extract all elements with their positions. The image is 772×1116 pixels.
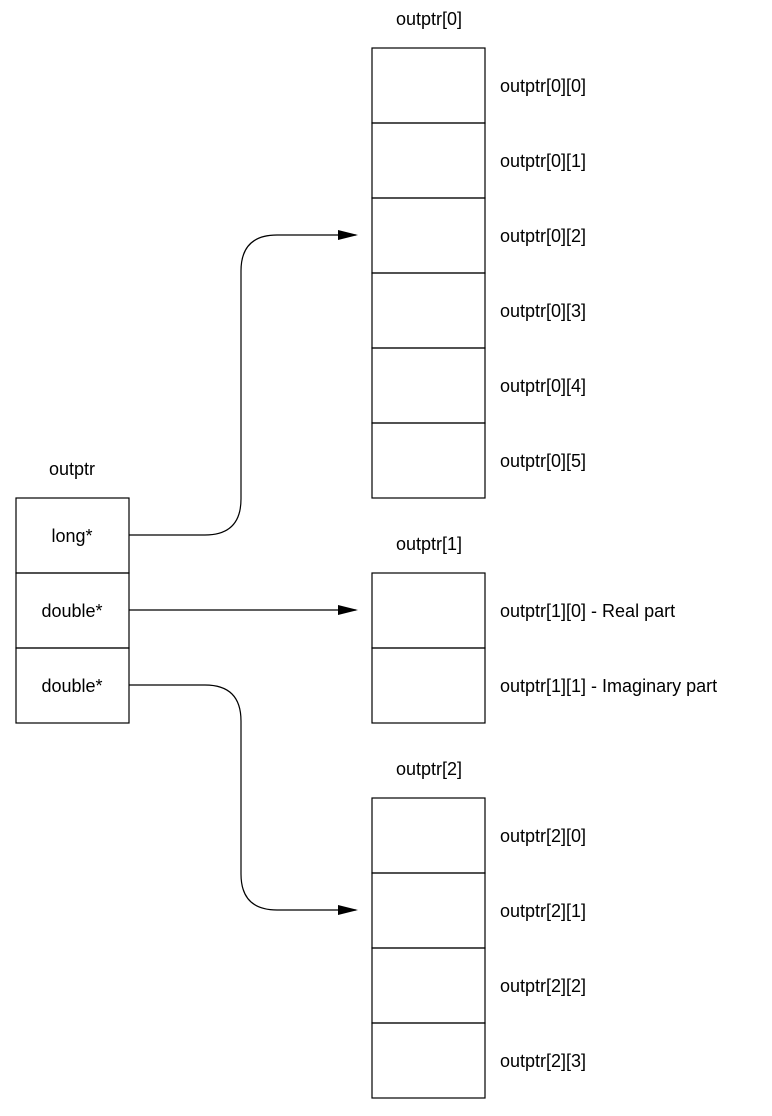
- pointer-cell-0-label: long*: [51, 526, 93, 546]
- array-1-element-0-label: outptr[1][0] - Real part: [500, 601, 676, 621]
- array-2-element-3-label: outptr[2][3]: [500, 1051, 587, 1071]
- array-1-cell-0: [371, 572, 486, 649]
- array-0-element-3-label: outptr[0][3]: [500, 301, 587, 321]
- array-0-cell-3: [371, 272, 486, 349]
- array-0-cell-0: [371, 47, 486, 124]
- arrow-double-to-array-2: [129, 684, 358, 915]
- pointer-array-title: outptr: [48, 459, 96, 479]
- array-0-title: outptr[0]: [395, 9, 463, 29]
- array-1-box: [371, 572, 486, 724]
- array-2-cell-3: [371, 1022, 486, 1099]
- array-2-element-1-label: outptr[2][1]: [500, 901, 587, 921]
- array-2-box: [371, 797, 486, 1099]
- array-0-element-5-label: outptr[0][5]: [500, 451, 587, 471]
- array-0-cell-1: [371, 122, 486, 199]
- array-0-cell-4: [371, 347, 486, 424]
- array-0-cell-2: [371, 197, 486, 274]
- array-2-title: outptr[2]: [395, 759, 463, 779]
- arrow-long-to-array-0: [129, 230, 358, 536]
- array-2-cell-1: [371, 872, 486, 949]
- array-1-cell-1: [371, 647, 486, 724]
- array-2-cell-0: [371, 797, 486, 874]
- array-0-cell-5: [371, 422, 486, 499]
- array-2-element-0-label: outptr[2][0]: [500, 826, 587, 846]
- array-0-element-0-label: outptr[0][0]: [500, 76, 587, 96]
- array-0-element-1-label: outptr[0][1]: [500, 151, 587, 171]
- array-2-element-2-label: outptr[2][2]: [500, 976, 587, 996]
- array-2-cell-2: [371, 947, 486, 1024]
- pointer-cell-2-label: double*: [41, 676, 103, 696]
- pointer-cell-1-label: double*: [41, 601, 103, 621]
- array-0-element-2-label: outptr[0][2]: [500, 226, 587, 246]
- array-0-box: [371, 47, 486, 499]
- array-1-title: outptr[1]: [395, 534, 463, 554]
- array-1-element-1-label: outptr[1][1] - Imaginary part: [500, 676, 718, 696]
- array-0-element-4-label: outptr[0][4]: [500, 376, 587, 396]
